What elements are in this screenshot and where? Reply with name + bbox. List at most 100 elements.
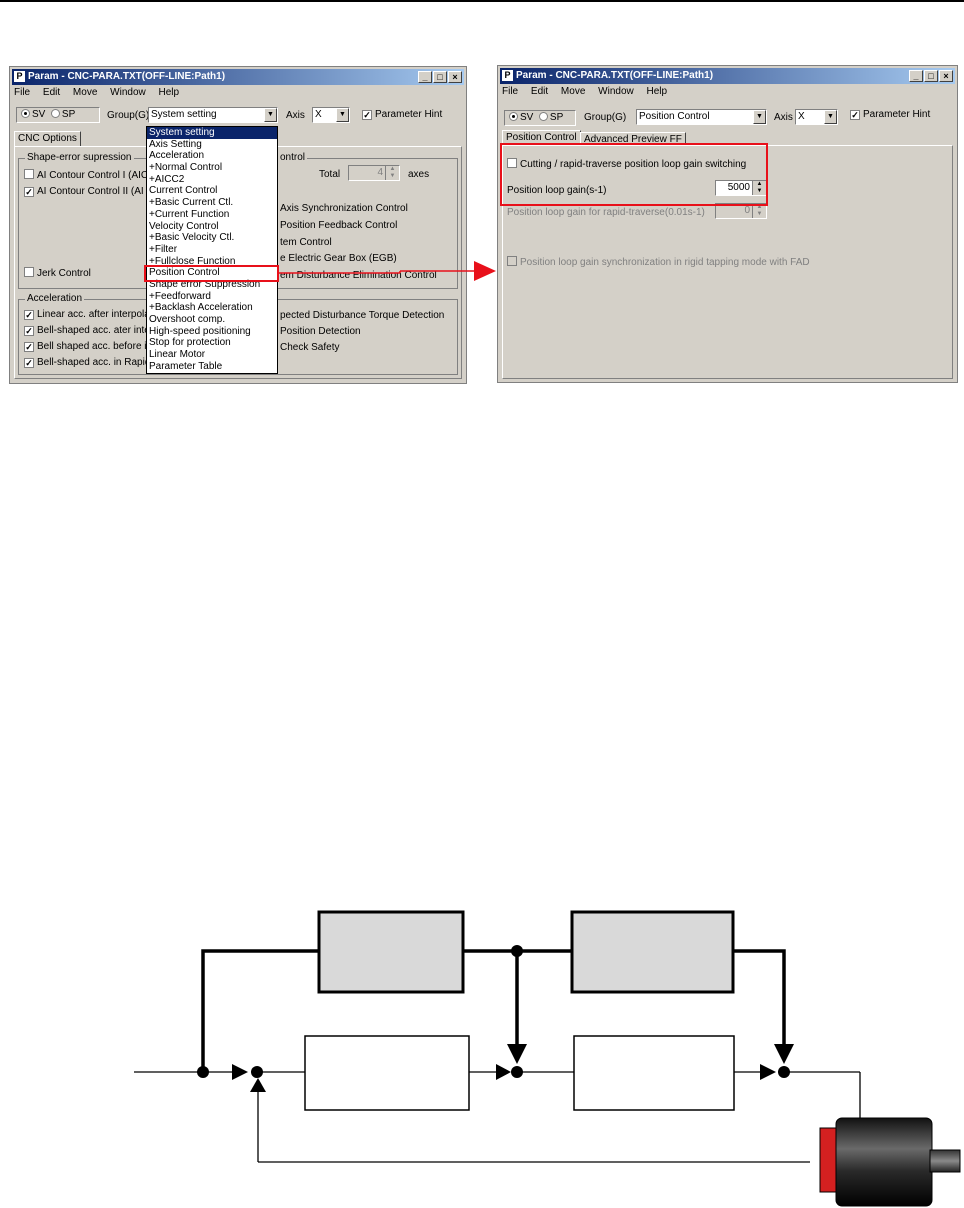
menu-help[interactable]: Help: [158, 87, 180, 98]
jerk-control-checkbox[interactable]: Jerk Control: [24, 267, 91, 279]
right-item[interactable]: em Disturbance Elimination Control: [280, 270, 437, 281]
accel-right-item[interactable]: Check Safety: [280, 342, 340, 353]
minimize-button[interactable]: _: [909, 70, 923, 82]
param-hint-label: Parameter Hint: [863, 109, 931, 120]
title-bar[interactable]: P Param - CNC-PARA.TXT(OFF-LINE:Path1) _…: [12, 69, 464, 85]
dropdown-item[interactable]: Acceleration: [149, 150, 205, 162]
checkbox-icon: [507, 256, 517, 266]
radio-sp[interactable]: [538, 112, 548, 121]
radio-sp-label: SP: [549, 112, 564, 123]
dropdown-item[interactable]: Linear Motor: [149, 349, 206, 361]
menu-window[interactable]: Window: [598, 86, 634, 97]
dropdown-item[interactable]: System setting: [147, 127, 277, 139]
dropdown-item[interactable]: +Basic Velocity Ctl.: [149, 232, 235, 244]
dropdown-item[interactable]: Axis Setting: [149, 138, 202, 150]
right-item[interactable]: Axis Synchronization Control: [280, 203, 408, 214]
stepper-arrows-icon[interactable]: ▲▼: [752, 181, 766, 195]
shape-error-group: Shape-error supression: [18, 152, 158, 289]
checkbox-icon[interactable]: ✓: [850, 110, 860, 120]
group-title: Shape-error supression: [25, 152, 134, 163]
chevron-down-icon[interactable]: ▼: [753, 110, 766, 124]
right-item[interactable]: tem Control: [280, 237, 332, 248]
loop-gain-switching-checkbox[interactable]: Cutting / rapid-traverse position loop g…: [507, 158, 746, 170]
servo-motor-icon: [819, 1117, 961, 1207]
radio-sp[interactable]: [50, 109, 60, 118]
chevron-down-icon[interactable]: ▼: [336, 108, 349, 122]
menu-help[interactable]: Help: [646, 86, 668, 97]
total-label: Total: [319, 169, 341, 180]
page-header-rule: [0, 0, 964, 2]
control-group: ontrol: [278, 152, 458, 289]
axis-label: Axis: [774, 112, 793, 123]
checkbox-label: Linear acc. after interpola: [37, 309, 150, 320]
group-select[interactable]: Position Control ▼: [636, 109, 767, 125]
accel-checkbox[interactable]: ✓Bell shaped acc. before in: [24, 341, 152, 352]
minimize-button[interactable]: _: [418, 71, 432, 83]
checkbox-icon[interactable]: ✓: [24, 187, 34, 197]
feedforward-block-1: [317, 910, 465, 994]
checkbox-icon[interactable]: ✓: [362, 110, 372, 120]
accel-checkbox[interactable]: ✓Linear acc. after interpola: [24, 309, 150, 320]
checkbox-icon[interactable]: ✓: [24, 358, 34, 368]
dropdown-item[interactable]: +Feedforward: [149, 290, 211, 302]
dropdown-item[interactable]: Shape error Suppression: [149, 278, 261, 290]
right-item[interactable]: e Electric Gear Box (EGB): [280, 253, 397, 264]
dropdown-item[interactable]: +Basic Current Ctl.: [149, 197, 234, 209]
stepper-arrows-icon: ▲▼: [752, 204, 766, 218]
maximize-button[interactable]: □: [924, 70, 938, 82]
callout-arrow: [279, 261, 496, 281]
checkbox-icon[interactable]: ✓: [24, 310, 34, 320]
dropdown-item[interactable]: Velocity Control: [149, 220, 219, 232]
accel-checkbox[interactable]: ✓Bell-shaped acc. in Rapid: [24, 357, 150, 368]
axis-label: Axis: [286, 110, 305, 121]
chevron-down-icon[interactable]: ▼: [264, 108, 277, 122]
dropdown-item[interactable]: +AICC2: [149, 173, 185, 185]
dropdown-item[interactable]: Current Control: [149, 185, 218, 197]
radio-sp-label: SP: [61, 109, 76, 120]
ai-contour-2-checkbox[interactable]: ✓AI Contour Control II (AI: [24, 186, 144, 197]
menu-edit[interactable]: Edit: [42, 87, 61, 98]
menu-window[interactable]: Window: [110, 87, 146, 98]
radio-sv[interactable]: [21, 109, 30, 118]
checkbox-icon[interactable]: [24, 169, 34, 179]
chevron-down-icon[interactable]: ▼: [824, 110, 837, 124]
accel-right-item[interactable]: Position Detection: [280, 326, 361, 337]
radio-sv[interactable]: [509, 112, 518, 121]
right-item[interactable]: Position Feedback Control: [280, 220, 398, 231]
checkbox-icon[interactable]: ✓: [24, 342, 34, 352]
param-hint-checkbox[interactable]: ✓Parameter Hint: [850, 109, 930, 120]
dropdown-item[interactable]: +Current Function: [149, 208, 230, 220]
accel-right-item[interactable]: pected Disturbance Torque Detection: [280, 310, 445, 321]
close-button[interactable]: ×: [939, 70, 953, 82]
menu-file[interactable]: File: [14, 87, 31, 98]
menu-move[interactable]: Move: [72, 87, 98, 98]
checkbox-icon[interactable]: ✓: [24, 326, 34, 336]
axis-select[interactable]: X ▼: [312, 107, 350, 123]
param-hint-checkbox[interactable]: ✓Parameter Hint: [362, 109, 442, 120]
menu-file[interactable]: File: [502, 86, 519, 97]
dropdown-item[interactable]: +Fullclose Function: [149, 255, 236, 267]
dropdown-item[interactable]: High-speed positioning: [149, 325, 251, 337]
checkbox-icon[interactable]: [507, 158, 517, 168]
checkbox-icon[interactable]: [24, 267, 34, 277]
menu-edit[interactable]: Edit: [530, 86, 549, 97]
accel-checkbox[interactable]: ✓Bell-shaped acc. ater inte: [24, 325, 150, 336]
dropdown-item[interactable]: Stop for protection: [149, 337, 231, 349]
ai-contour-1-checkbox[interactable]: AI Contour Control I (AIC: [24, 169, 148, 181]
menu-move[interactable]: Move: [560, 86, 586, 97]
dropdown-item[interactable]: +Backlash Acceleration: [149, 302, 253, 314]
group-select[interactable]: System setting ▼: [148, 107, 278, 123]
param-hint-label: Parameter Hint: [375, 109, 443, 120]
axis-select[interactable]: X ▼: [795, 109, 838, 125]
group-dropdown-list[interactable]: System setting Axis Setting Acceleration…: [146, 126, 278, 374]
dropdown-item[interactable]: Overshoot comp.: [149, 314, 226, 325]
dropdown-item[interactable]: +Filter: [149, 243, 178, 255]
app-icon: P: [14, 71, 25, 82]
close-button[interactable]: ×: [448, 71, 462, 83]
title-bar[interactable]: P Param - CNC-PARA.TXT(OFF-LINE:Path1) _…: [500, 68, 955, 84]
branch-point: [511, 945, 523, 957]
dropdown-item-position-control[interactable]: Position Control: [149, 267, 220, 279]
dropdown-item[interactable]: +Normal Control: [149, 162, 223, 174]
dropdown-item[interactable]: Parameter Table: [149, 360, 223, 372]
maximize-button[interactable]: □: [433, 71, 447, 83]
